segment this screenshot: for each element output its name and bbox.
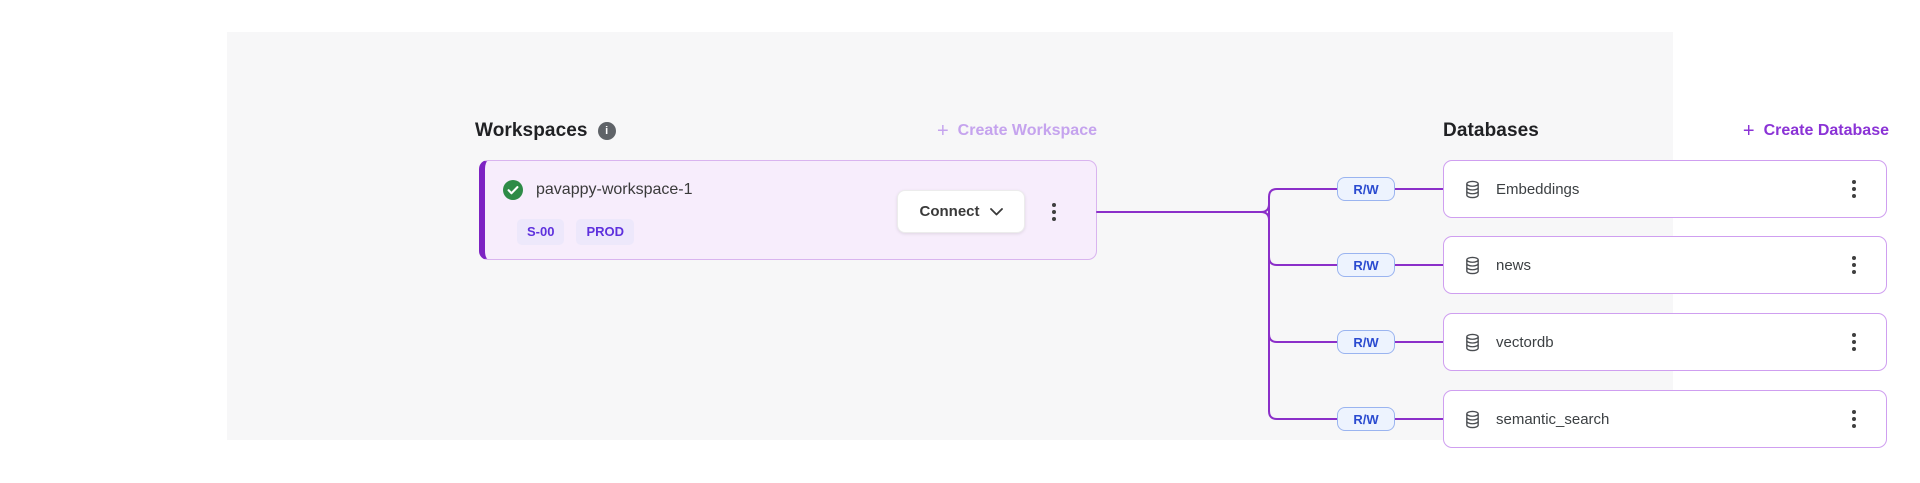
size-badge: S-00 (517, 219, 565, 245)
info-icon[interactable]: i (597, 122, 616, 140)
workspaces-header: Workspaces i + Create Workspace (475, 116, 1097, 146)
database-name: vectordb (1496, 333, 1554, 351)
database-kebab-menu-button[interactable] (1836, 161, 1872, 217)
status-check-icon (503, 180, 523, 200)
branch-line-2 (1268, 256, 1444, 266)
create-database-button[interactable]: + Create Database (1743, 121, 1889, 141)
connect-button[interactable]: Connect (897, 190, 1025, 233)
database-name: semantic_search (1496, 410, 1610, 428)
plus-icon: + (936, 120, 949, 142)
chevron-down-icon (989, 207, 1003, 215)
access-badge: R/W (1337, 330, 1395, 354)
database-name: Embeddings (1496, 180, 1580, 198)
branch-line-1 (1268, 188, 1444, 198)
database-card-vectordb[interactable]: vectordb (1443, 313, 1887, 371)
database-card-news[interactable]: news (1443, 236, 1887, 294)
database-kebab-menu-button[interactable] (1836, 237, 1872, 293)
workspace-card-title-row: pavappy-workspace-1 (503, 180, 693, 200)
workspace-card[interactable]: pavappy-workspace-1 S-00 PROD Connect (479, 160, 1097, 260)
database-kebab-menu-button[interactable] (1836, 314, 1872, 370)
workspace-badges: S-00 PROD (517, 219, 635, 245)
databases-header: Databases + Create Database (1443, 116, 1889, 146)
env-badge: PROD (576, 219, 635, 245)
kebab-icon (1052, 209, 1056, 214)
databases-title: Databases (1443, 120, 1539, 141)
create-workspace-label: Create Workspace (957, 122, 1097, 139)
kebab-icon (1852, 263, 1856, 267)
access-badge: R/W (1337, 407, 1395, 431)
workspace-kebab-menu-button[interactable] (1036, 190, 1072, 233)
database-card-embeddings[interactable]: Embeddings (1443, 160, 1887, 218)
database-card-semantic-search[interactable]: semantic_search (1443, 390, 1887, 448)
branch-line-3 (1268, 333, 1444, 343)
database-kebab-menu-button[interactable] (1836, 391, 1872, 447)
access-badge: R/W (1337, 253, 1395, 277)
create-workspace-button[interactable]: + Create Workspace (937, 121, 1097, 141)
plus-icon: + (1742, 120, 1755, 142)
database-icon (1464, 333, 1481, 352)
access-badge: R/W (1337, 177, 1395, 201)
kebab-icon (1852, 417, 1856, 421)
workspaces-title-wrap: Workspaces i (475, 120, 616, 142)
create-database-label: Create Database (1763, 122, 1889, 139)
workspace-name: pavappy-workspace-1 (536, 181, 693, 198)
database-icon (1464, 180, 1481, 199)
workspace-topology-panel: Workspaces i + Create Workspace pavappy-… (227, 32, 1889, 448)
branch-line-4 (1268, 410, 1444, 420)
database-icon (1464, 256, 1481, 275)
database-name: news (1496, 256, 1532, 274)
kebab-icon (1852, 340, 1856, 344)
connect-label: Connect (919, 203, 980, 220)
connection-lines (1096, 188, 1444, 420)
kebab-icon (1852, 187, 1856, 191)
database-icon (1464, 410, 1481, 429)
workspaces-title: Workspaces (475, 120, 588, 141)
